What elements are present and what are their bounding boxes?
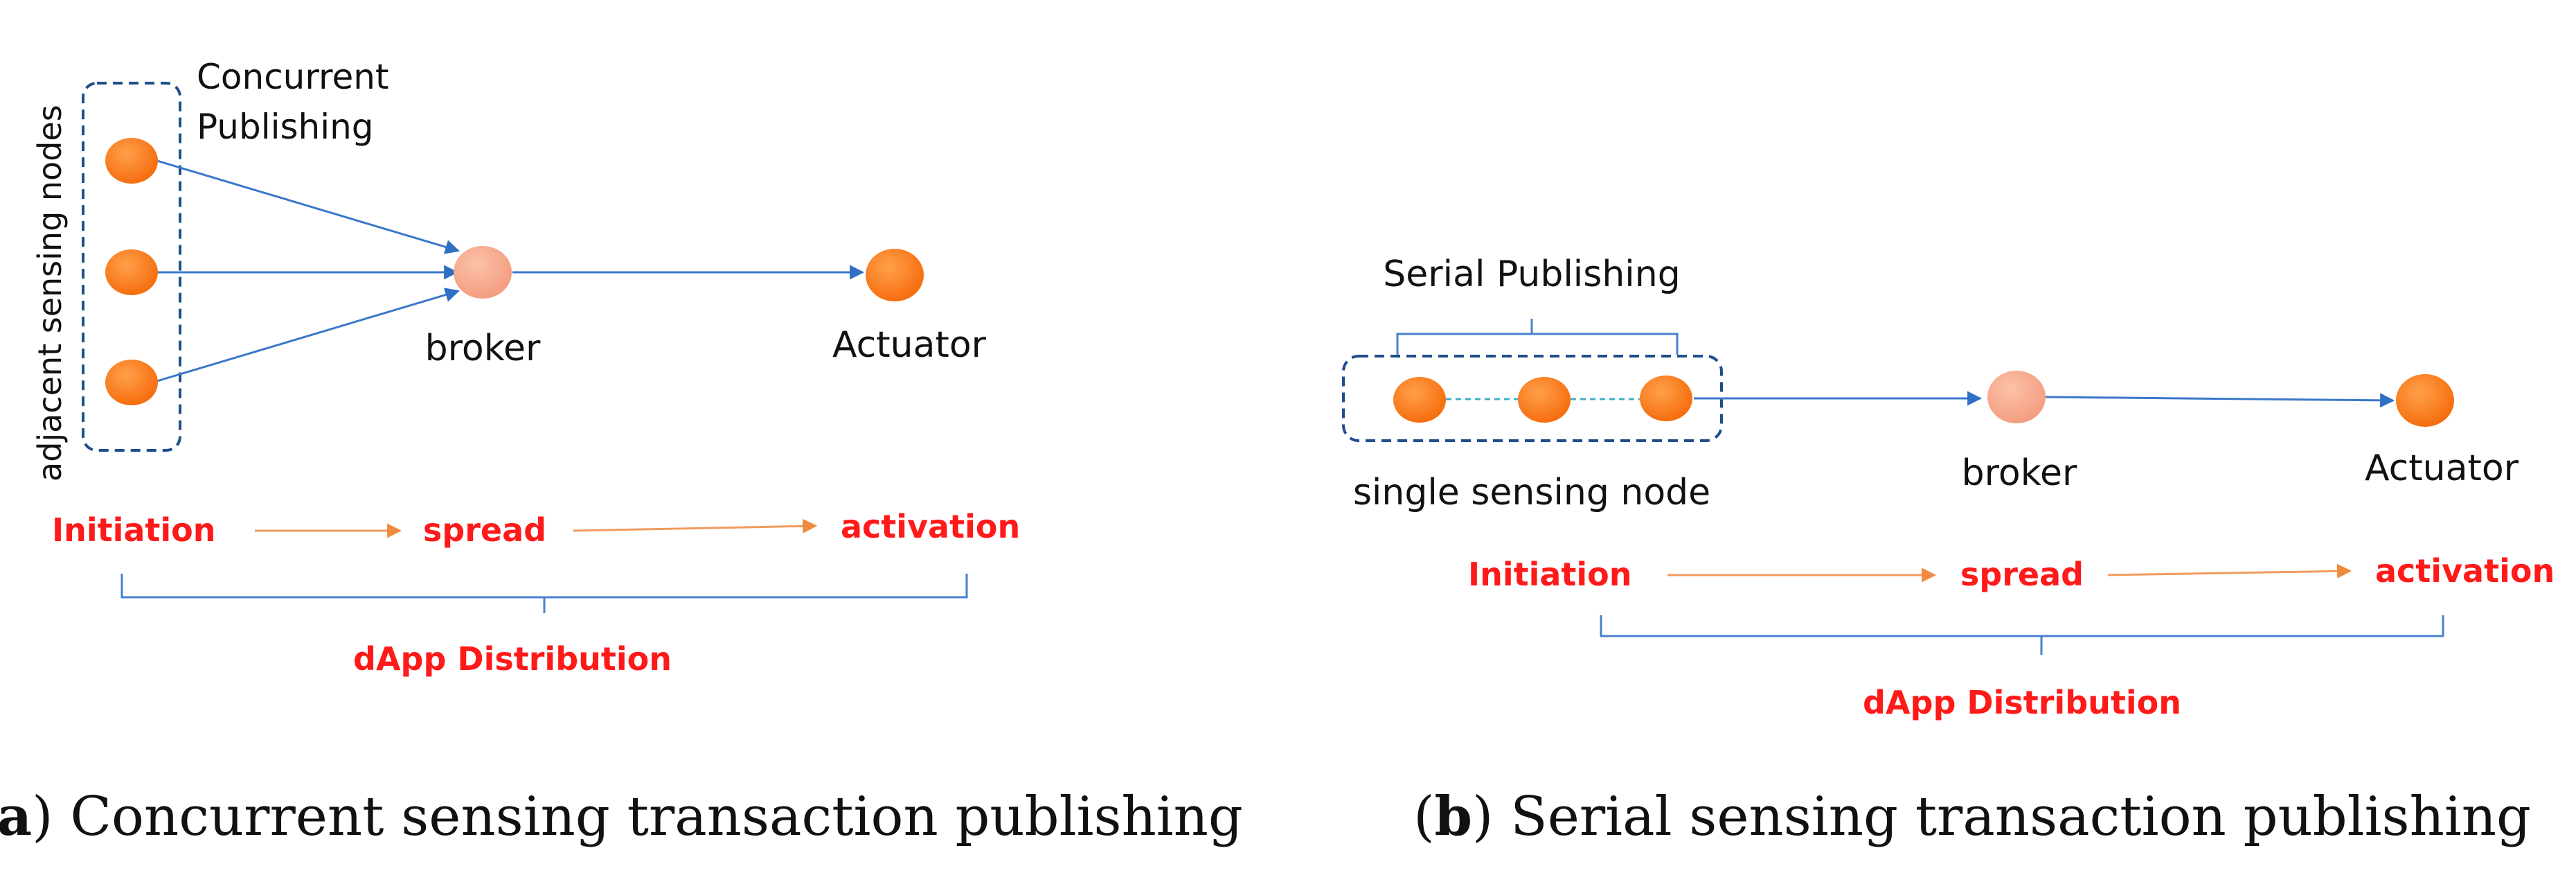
concurrent-group-box	[82, 82, 181, 452]
single-sensing-node-label: single sensing node	[1353, 472, 1710, 513]
sensing-node-1	[105, 138, 158, 184]
distribution-label-a: dApp Distribution	[353, 640, 672, 678]
phase-spread-b: spread	[1960, 556, 2084, 593]
serial-node-2	[1518, 377, 1571, 423]
broker-node	[454, 246, 512, 299]
serial-bracket	[1396, 319, 1679, 355]
sensing-node-3	[105, 360, 158, 405]
adjacent-sensing-nodes-label: adjacent sensing nodes	[31, 105, 69, 482]
distribution-brace-b	[1600, 615, 2444, 655]
edge-node3-to-broker	[152, 288, 460, 384]
distribution-brace-a	[120, 574, 968, 613]
phase-arrow-b-2	[2107, 563, 2352, 579]
actuator-label: Actuator	[832, 324, 987, 366]
distribution-label-b: dApp Distribution	[1863, 684, 2181, 721]
phase-activation: activation	[841, 508, 1020, 545]
phase-initiation-b: Initiation	[1468, 556, 1632, 593]
actuator-node	[866, 249, 924, 301]
concurrent-publishing-label-line2: Publishing	[197, 107, 374, 147]
broker-label-b: broker	[1962, 452, 2077, 494]
serial-publishing-label: Serial Publishing	[1383, 254, 1680, 295]
edge-node1-to-broker	[152, 158, 460, 254]
serial-node-1	[1393, 377, 1446, 423]
phase-activation-b: activation	[2375, 552, 2555, 590]
phase-initiation: Initiation	[52, 511, 216, 549]
phase-arrow-2	[573, 518, 818, 533]
actuator-node-b	[2396, 374, 2454, 427]
panel-b: Serial Publishing broker Actuator single…	[1342, 254, 2555, 848]
phase-spread: spread	[423, 511, 546, 549]
panel-a: adjacent sensing nodes Concurrent Publis…	[0, 57, 1243, 848]
sensing-node-2	[105, 249, 158, 295]
caption-a: (a) Concurrent sensing transaction publi…	[0, 785, 1243, 848]
caption-b: (b) Serial sensing transaction publishin…	[1413, 785, 2531, 848]
actuator-label-b: Actuator	[2365, 448, 2519, 489]
broker-label: broker	[425, 328, 541, 369]
serial-node-3	[1640, 376, 1692, 421]
edge-broker-to-actuator-b	[2045, 393, 2395, 408]
broker-node-b	[1987, 371, 2046, 423]
concurrent-publishing-label-line1: Concurrent	[197, 57, 389, 97]
